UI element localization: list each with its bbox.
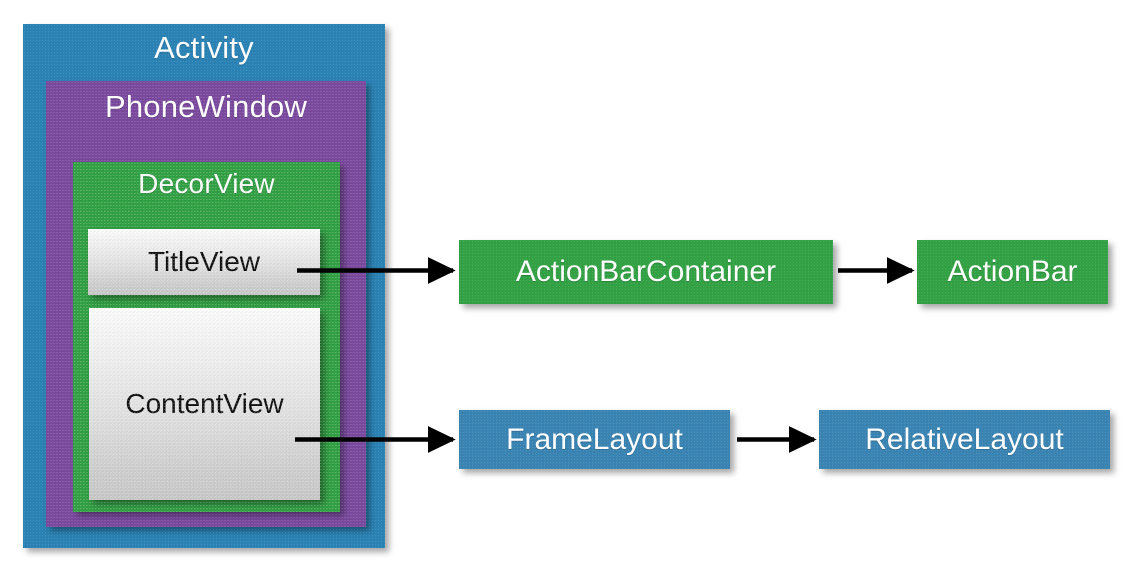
contentview-box[interactable]: ContentView xyxy=(89,308,320,500)
actionbar-box[interactable]: ActionBar xyxy=(917,240,1108,304)
actionbarcontainer-label: ActionBarContainer xyxy=(515,255,777,288)
phonewindow-box[interactable]: PhoneWindow DecorView TitleView ContentV… xyxy=(46,81,366,527)
titleview-box[interactable]: TitleView xyxy=(88,229,320,295)
framelayout-box[interactable]: FrameLayout xyxy=(459,410,730,469)
actionbarcontainer-box[interactable]: ActionBarContainer xyxy=(459,240,833,304)
decorview-box[interactable]: DecorView TitleView ContentView xyxy=(73,162,340,512)
framelayout-label: FrameLayout xyxy=(506,422,683,456)
relativelayout-box[interactable]: RelativeLayout xyxy=(819,410,1110,469)
decorview-label: DecorView xyxy=(138,168,275,199)
contentview-label: ContentView xyxy=(125,388,284,419)
phonewindow-label: PhoneWindow xyxy=(104,89,308,124)
actionbar-label: ActionBar xyxy=(947,255,1078,288)
activity-label: Activity xyxy=(154,30,254,65)
titleview-label: TitleView xyxy=(147,246,261,277)
relativelayout-label: RelativeLayout xyxy=(865,422,1064,456)
activity-box[interactable]: Activity PhoneWindow DecorView TitleView… xyxy=(23,24,385,548)
